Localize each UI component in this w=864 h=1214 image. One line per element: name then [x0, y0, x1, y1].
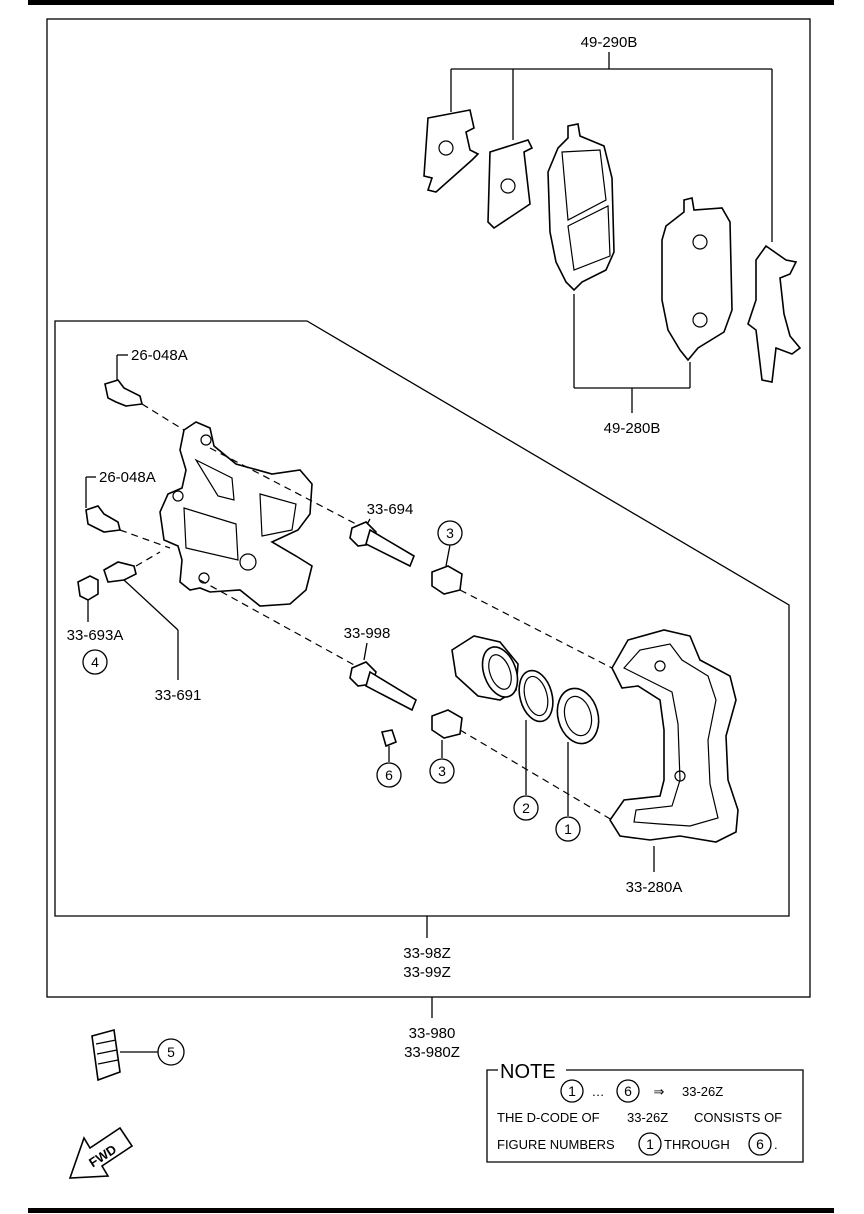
label-bleeder-screw: 33-691 [155, 687, 202, 704]
sleeve-icon[interactable] [380, 729, 397, 748]
bleeder-cap-icon[interactable] [77, 575, 99, 601]
label-guide-pin-upper: 33-694 [367, 501, 414, 518]
callout-3a: 3 [446, 525, 454, 541]
callout-2-circle [513, 795, 539, 821]
note-line2-code: 33-26Z [627, 1110, 668, 1125]
guide-pin-lower: 33-998 [344, 625, 417, 712]
bleeder-screw-icon[interactable] [103, 561, 137, 583]
note-line3-a: FIGURE NUMBERS [497, 1137, 615, 1152]
caliper-body[interactable] [159, 421, 313, 607]
note-range-end: 6 [624, 1083, 632, 1099]
label-bolt-lower: 26-048A [99, 469, 156, 486]
piston-icon[interactable] [451, 635, 524, 702]
label-bleeder-cap: 33-693A [67, 627, 124, 644]
label-caliper-assy-1: 33-98Z [403, 945, 451, 962]
note-range-sep: … [592, 1084, 605, 1099]
label-caliper-full-1: 33-980 [409, 1025, 456, 1042]
note-line2-b: CONSISTS OF [694, 1110, 782, 1125]
shim-2[interactable] [487, 139, 534, 230]
shim-1[interactable] [423, 109, 480, 193]
inner-frame [54, 320, 790, 917]
pads-group: 49-280B [573, 294, 691, 437]
callout-3b-circle [429, 758, 455, 784]
label-bolt-upper: 26-048A [131, 347, 188, 364]
piston-seal-icon[interactable] [514, 667, 558, 726]
note-line3-end: 6 [756, 1136, 764, 1152]
grease-packet-icon[interactable] [91, 1028, 121, 1082]
guide-pin-upper-icon[interactable] [365, 528, 415, 568]
callout-1: 1 [564, 821, 572, 837]
note-range-start: 1 [568, 1083, 576, 1099]
top-rule [28, 0, 834, 5]
label-pads: 49-280B [604, 420, 661, 437]
callout-3a-circle [437, 520, 463, 546]
callout-6-circle [376, 762, 402, 788]
brake-pad-2[interactable] [661, 197, 733, 362]
shim-3[interactable] [747, 244, 802, 383]
brake-pad-1[interactable] [547, 123, 615, 292]
callout-5: 5 [167, 1044, 175, 1060]
dust-boot-icon[interactable] [551, 684, 604, 748]
caliper-bracket-icon[interactable] [609, 629, 739, 843]
pad-shims-group: 49-290B [423, 34, 802, 383]
outer-frame [46, 18, 811, 998]
fwd-arrow-icon: FWD [68, 1126, 134, 1179]
label-caliper-assy-2: 33-99Z [403, 964, 451, 981]
guide-pin-upper: 33-694 [349, 501, 415, 568]
mounting-bolts: 26-048A 26-048A [85, 347, 201, 549]
label-caliper-bracket: 33-280A [626, 879, 683, 896]
note-line3-start: 1 [646, 1136, 654, 1152]
note-box: NOTE 1 … 6 ⇒ 33-26Z THE D-CODE OF 33-26Z… [486, 1061, 804, 1163]
bolt-lower-icon[interactable] [85, 505, 121, 533]
note-kit-code: 33-26Z [682, 1084, 723, 1099]
callout-3b: 3 [438, 763, 446, 779]
bolt-upper-icon[interactable] [104, 379, 143, 407]
callout-4: 4 [91, 654, 99, 670]
note-arrow: ⇒ [654, 1084, 665, 1099]
boot-lower-icon[interactable] [431, 709, 463, 739]
note-line3-period: . [774, 1137, 778, 1152]
label-guide-pin-lower: 33-998 [344, 625, 391, 642]
bleeder-group: 33-693A 4 33-691 [67, 551, 202, 704]
callout-4-circle [82, 649, 108, 675]
callout-1-circle [555, 816, 581, 842]
bottom-rule [28, 1208, 834, 1213]
label-pad-shims: 49-290B [581, 34, 638, 51]
boot-upper-icon[interactable] [431, 565, 463, 595]
callout-5-circle [157, 1038, 185, 1066]
guide-pin-lower-icon[interactable] [365, 670, 417, 712]
note-title: NOTE [500, 1061, 556, 1083]
callout-2: 2 [522, 800, 530, 816]
note-line3-mid: THROUGH [664, 1137, 730, 1152]
callout-6: 6 [385, 767, 393, 783]
label-caliper-full-2: 33-980Z [404, 1044, 460, 1061]
note-line2-a: THE D-CODE OF [497, 1110, 600, 1125]
